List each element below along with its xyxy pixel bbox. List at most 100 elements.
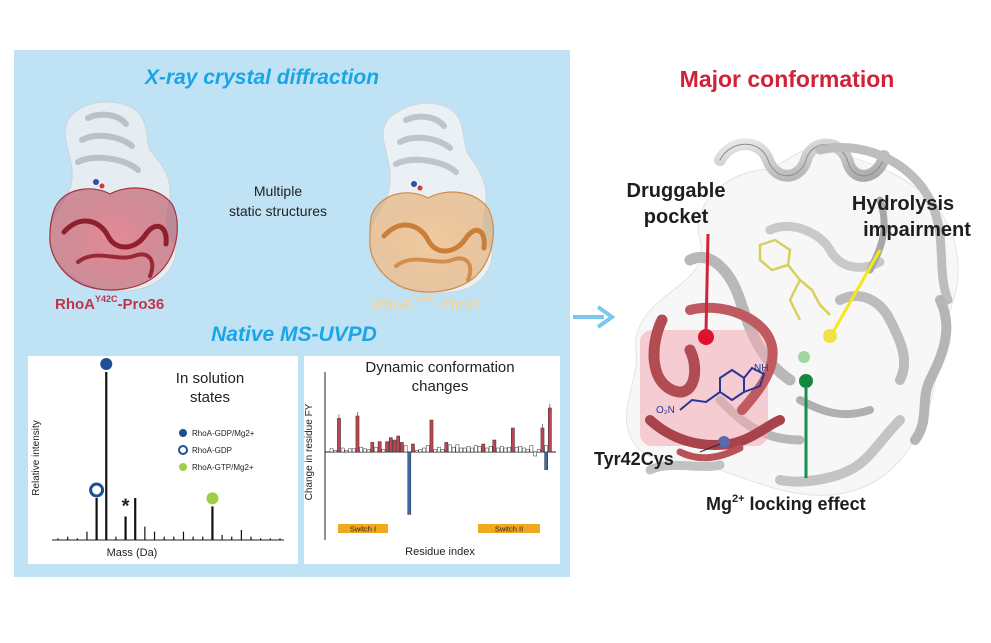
- residue-bar: [533, 451, 537, 457]
- residue-bar: [459, 447, 463, 453]
- residue-bar: [462, 447, 467, 453]
- residue-bar: [477, 446, 482, 453]
- residue-x-label: Residue index: [405, 546, 475, 558]
- residue-bar: [348, 448, 352, 453]
- legend-label: RhoA-GTP/Mg2+: [192, 463, 254, 472]
- legend-swatch: [178, 445, 188, 455]
- residue-bar: [514, 446, 519, 453]
- multiple-label-line1: Multiple: [254, 183, 302, 199]
- druggable-callout-line: [704, 233, 710, 333]
- switch-i-bar: [338, 524, 388, 533]
- residue-bar: [444, 442, 449, 453]
- druggable-pocket-highlight: [640, 330, 768, 446]
- hydrolysis-label-line1: Hydrolysis: [852, 193, 954, 215]
- residue-bar: [366, 449, 371, 453]
- residue-bar: [388, 437, 393, 453]
- residue-bar: [407, 451, 412, 515]
- residue-bar: [344, 450, 349, 453]
- residue-bar: [437, 446, 441, 453]
- residue-y-label: Change in residue FY: [304, 403, 315, 500]
- multiple-label-line2: static structures: [229, 203, 327, 219]
- residue-bar: [544, 451, 548, 470]
- residue-bar: [448, 444, 452, 453]
- residue-bar: [499, 446, 504, 453]
- residue-bar: [507, 446, 511, 453]
- xray-title: X-ray crystal diffraction: [144, 66, 379, 89]
- switch-ii-bar: [478, 524, 540, 533]
- druggable-pocket-marker: [698, 329, 714, 345]
- residue-bar: [414, 450, 419, 453]
- residue-bar: [474, 445, 478, 453]
- tyr-callout-line: [699, 443, 721, 453]
- residue-bar: [440, 449, 445, 453]
- spectrum-peaks: [57, 372, 281, 540]
- residue-title-line2: changes: [412, 378, 469, 395]
- residue-bar: [548, 407, 552, 453]
- residue-bar: [392, 439, 397, 453]
- spectrum-title-line1: In solution: [176, 370, 244, 387]
- residue-bar: [522, 447, 526, 453]
- residue-bar: [329, 448, 334, 453]
- hydrolysis-label-line2: impairment: [863, 219, 971, 241]
- asterisk-annotation: *: [122, 495, 130, 517]
- spectrum-background: [28, 356, 298, 564]
- residue-bar: [374, 446, 378, 453]
- ligand-structure: [679, 366, 766, 411]
- mg-ion-marker: [798, 351, 810, 363]
- residue-bar: [488, 446, 493, 453]
- residue-bar: [333, 450, 338, 453]
- switch-i-label: Switch I: [350, 525, 376, 534]
- gtp-ligand: [758, 238, 831, 321]
- mg-locking-marker: [799, 374, 813, 388]
- residue-bar: [370, 442, 375, 453]
- residue-bar: [400, 442, 404, 453]
- residue-bar: [466, 446, 471, 453]
- spectrum-marker: [100, 358, 113, 370]
- legend-swatch: [179, 429, 187, 437]
- transition-arrow: [573, 305, 616, 329]
- mg-locking-label: Mg2+ locking effect: [706, 493, 866, 514]
- protein-structure-pro36: [49, 101, 178, 292]
- residue-bar: [385, 441, 389, 453]
- protein-structure-thr37: [369, 102, 494, 294]
- residue-bar: [481, 443, 486, 453]
- residue-bar: [396, 435, 400, 453]
- residue-bar: [536, 449, 541, 453]
- spectrum-legend: RhoA-GDP/Mg2+ RhoA-GDP RhoA-GTP/Mg2+: [178, 429, 255, 472]
- residue-bar: [496, 447, 500, 453]
- residue-bar: [422, 447, 426, 453]
- mass-spectrum-chart: Relative intensity Mass (Da) In solution…: [28, 356, 298, 564]
- residue-bar: [503, 447, 508, 453]
- spectrum-y-label: Relative intensity: [31, 420, 42, 496]
- residue-bar: [337, 418, 341, 453]
- right-panel: Major conformation: [594, 66, 971, 514]
- residue-bar: [411, 443, 415, 453]
- residue-bar: [492, 439, 497, 453]
- spectrum-marker: [206, 492, 219, 505]
- spectrum-marker: [89, 482, 105, 498]
- legend-label: RhoA-GDP/Mg2+: [192, 429, 255, 438]
- residue-bar: [433, 449, 437, 453]
- hydrolysis-callout-line: [830, 249, 882, 335]
- residue-bar: [351, 448, 356, 453]
- major-conformation-title: Major conformation: [680, 66, 895, 92]
- residue-bar: [340, 447, 345, 453]
- residue-bar: [529, 445, 534, 453]
- ligand-nh-label: NH: [754, 363, 768, 374]
- residue-bar: [355, 415, 360, 453]
- residue-bar: [525, 449, 530, 453]
- label-pro36: RhoAY42C-Pro36: [55, 294, 164, 313]
- residue-bar: [518, 446, 523, 453]
- residue-bar: [540, 427, 545, 453]
- druggable-label-line1: Druggable: [627, 180, 726, 202]
- ligand-o2n-label: O₂N: [656, 405, 675, 416]
- residue-bar: [377, 441, 382, 453]
- residue-fy-chart: Change in residue FY Residue index Dynam…: [304, 356, 560, 564]
- residue-bar: [485, 447, 489, 453]
- residue-bar: [429, 419, 434, 453]
- residue-bar: [455, 444, 460, 453]
- legend-label: RhoA-GDP: [192, 446, 232, 455]
- legend-swatch: [179, 463, 187, 471]
- residue-bar: [425, 445, 430, 453]
